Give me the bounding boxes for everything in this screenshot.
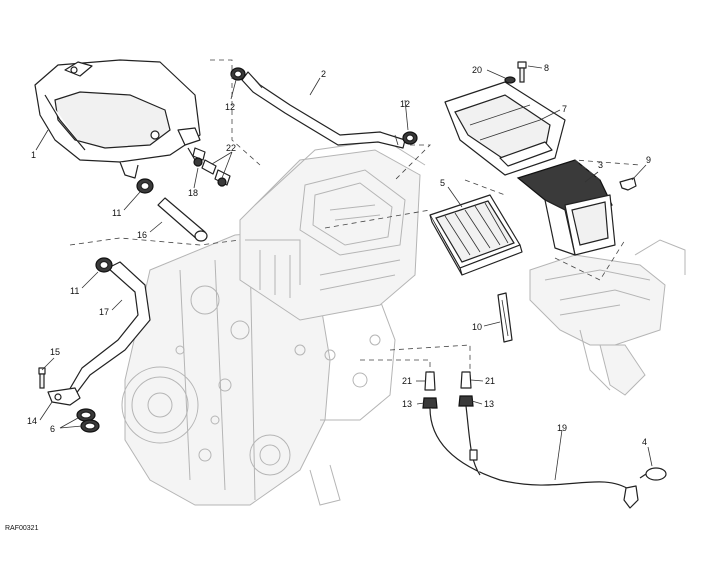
hose-clip-lower <box>95 257 113 273</box>
duct-clip-9 <box>619 177 637 191</box>
callout-9: 9 <box>646 155 651 165</box>
screw-15 <box>38 367 46 389</box>
hose-clip-upper-left <box>230 67 246 81</box>
callout-2: 2 <box>321 69 326 79</box>
drain-fitting-right <box>458 371 474 407</box>
callout-5: 5 <box>440 178 445 188</box>
callout-21-right: 21 <box>485 376 495 386</box>
intake-duct <box>516 159 616 256</box>
callout-10: 10 <box>472 322 482 332</box>
bracket-10 <box>497 292 513 343</box>
breather-hose-upper <box>241 71 406 149</box>
callout-14: 14 <box>27 416 37 426</box>
callout-7: 7 <box>562 104 567 114</box>
fittings-set <box>192 147 231 187</box>
cable-tie-4 <box>639 467 667 481</box>
screw-8-washer-20 <box>504 61 527 84</box>
drain-fitting-left <box>422 371 438 409</box>
short-hose <box>157 197 208 242</box>
cylinder-head <box>239 139 426 321</box>
frame-section <box>529 239 686 396</box>
callout-20: 20 <box>472 65 482 75</box>
hose-clip-upper-right <box>402 131 418 145</box>
drain-hose <box>429 405 639 509</box>
breather-tank <box>34 59 204 179</box>
callout-17: 17 <box>99 307 109 317</box>
callout-8: 8 <box>544 63 549 73</box>
callout-12-right: 12 <box>400 99 410 109</box>
callout-labels: 1 2 3 4 5 6 7 8 9 10 11 11 12 12 13 13 1… <box>27 63 651 447</box>
callout-13-left: 13 <box>402 399 412 409</box>
callout-19: 19 <box>557 423 567 433</box>
callout-6: 6 <box>50 424 55 434</box>
o-rings-6 <box>76 408 100 433</box>
callout-22: 22 <box>226 143 236 153</box>
leader-lines <box>35 65 653 481</box>
callout-4: 4 <box>642 437 647 447</box>
callout-15: 15 <box>50 347 60 357</box>
callout-21-left: 21 <box>402 376 412 386</box>
callout-11-lower: 11 <box>70 286 79 296</box>
air-filter <box>429 194 523 276</box>
callout-12-left: 12 <box>225 102 235 112</box>
callout-1: 1 <box>31 150 36 160</box>
callout-3: 3 <box>598 160 603 170</box>
airbox-cover <box>444 81 566 176</box>
callout-18: 18 <box>188 188 198 198</box>
bracket-14 <box>47 387 81 406</box>
callout-13-right: 13 <box>484 399 494 409</box>
callout-16: 16 <box>137 230 147 240</box>
callout-11-tank: 11 <box>112 208 121 218</box>
hose-clip-tank <box>136 178 154 194</box>
assembly-lines <box>69 59 641 375</box>
reference-code: RAF00321 <box>5 525 39 532</box>
